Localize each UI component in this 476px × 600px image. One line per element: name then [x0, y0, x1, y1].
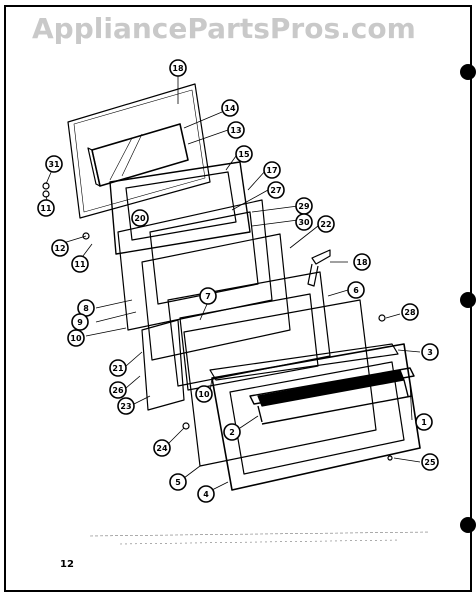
insulation-panel-inner — [125, 171, 237, 241]
registration-dot — [460, 64, 476, 80]
window-glass-edge — [87, 147, 101, 187]
svg-text:31: 31 — [48, 160, 60, 169]
svg-text:9: 9 — [77, 318, 83, 327]
callout-11: 11 — [37, 199, 55, 217]
scan-border — [4, 5, 472, 592]
svg-text:5: 5 — [175, 478, 181, 487]
callout-20: 20 — [131, 209, 149, 227]
callout-6: 6 — [347, 281, 365, 299]
svg-text:24: 24 — [156, 444, 168, 453]
screw-25 — [387, 455, 393, 461]
svg-text:7: 7 — [205, 292, 211, 301]
svg-text:30: 30 — [298, 218, 310, 227]
outer-door-inner — [229, 361, 405, 475]
svg-text:23: 23 — [120, 402, 131, 411]
callout-2: 2 — [223, 423, 241, 441]
door-liner-5 — [183, 299, 377, 467]
callout-24: 24 — [153, 439, 171, 457]
svg-text:26: 26 — [112, 386, 124, 395]
svg-text:20: 20 — [134, 214, 146, 223]
registration-dot — [460, 517, 476, 533]
window-frame-inner — [73, 89, 206, 213]
callout-28: 28 — [401, 303, 419, 321]
svg-text:2: 2 — [229, 428, 235, 437]
callout-21: 21 — [109, 359, 127, 377]
svg-text:27: 27 — [270, 186, 281, 195]
screw-28 — [378, 314, 386, 322]
svg-text:6: 6 — [353, 286, 359, 295]
callout-10: 10 — [195, 385, 213, 403]
svg-text:28: 28 — [404, 308, 416, 317]
svg-text:18: 18 — [172, 64, 184, 73]
callout-11: 11 — [71, 255, 89, 273]
insulation-panel — [109, 161, 251, 255]
scan-noise — [89, 531, 431, 545]
svg-text:11: 11 — [74, 260, 86, 269]
window-frame — [67, 83, 211, 219]
svg-text:4: 4 — [203, 490, 209, 499]
watermark: AppliancePartsPros.com — [32, 12, 416, 45]
callout-30: 30 — [295, 213, 313, 231]
svg-text:10: 10 — [198, 390, 210, 399]
callout-14: 14 — [221, 99, 239, 117]
callout-18: 18 — [353, 253, 371, 271]
callout-9: 9 — [71, 313, 89, 331]
callout-26: 26 — [109, 381, 127, 399]
inner-door-panel — [117, 199, 273, 331]
svg-text:3: 3 — [427, 348, 433, 357]
callout-25: 25 — [421, 453, 439, 471]
svg-text:8: 8 — [83, 304, 89, 313]
callout-23: 23 — [117, 397, 135, 415]
screw-24 — [182, 422, 190, 430]
svg-text:13: 13 — [230, 126, 241, 135]
callouts: 18 14 13 15 17 27 31 20 29 30 22 11 12 1… — [37, 59, 439, 503]
callout-22: 22 — [317, 215, 335, 233]
screw-12 — [82, 232, 90, 240]
callout-4: 4 — [197, 485, 215, 503]
svg-text:11: 11 — [40, 204, 52, 213]
svg-text:25: 25 — [424, 458, 436, 467]
callout-29: 29 — [295, 197, 313, 215]
callout-7: 7 — [199, 287, 217, 305]
registration-dot — [460, 292, 476, 308]
callout-15: 15 — [235, 145, 253, 163]
svg-text:29: 29 — [298, 202, 310, 211]
page-number: 12 — [60, 559, 74, 570]
callout-3: 3 — [421, 343, 439, 361]
hinge-bracket — [307, 249, 331, 287]
svg-text:1: 1 — [421, 418, 427, 427]
svg-text:12: 12 — [54, 244, 65, 253]
callout-27: 27 — [267, 181, 285, 199]
callout-1: 1 — [415, 413, 433, 431]
door-handle — [249, 367, 415, 425]
door-panel-6 — [167, 271, 331, 387]
svg-text:18: 18 — [356, 258, 368, 267]
callout-13: 13 — [227, 121, 245, 139]
door-panel-22 — [141, 233, 291, 361]
svg-text:14: 14 — [224, 104, 236, 113]
svg-text:17: 17 — [266, 166, 277, 175]
svg-text:15: 15 — [238, 150, 250, 159]
outer-door — [211, 343, 421, 491]
callout-31: 31 — [45, 155, 63, 173]
svg-text:21: 21 — [112, 364, 124, 373]
control-strip — [209, 343, 399, 381]
callout-17: 17 — [263, 161, 281, 179]
svg-text:22: 22 — [320, 220, 331, 229]
door-panel-23 — [141, 319, 185, 411]
callout-10: 10 — [67, 329, 85, 347]
callout-12: 12 — [51, 239, 69, 257]
callout-5: 5 — [169, 473, 187, 491]
callout-18: 18 — [169, 59, 187, 77]
handle-bar — [257, 369, 405, 407]
svg-text:10: 10 — [70, 334, 82, 343]
